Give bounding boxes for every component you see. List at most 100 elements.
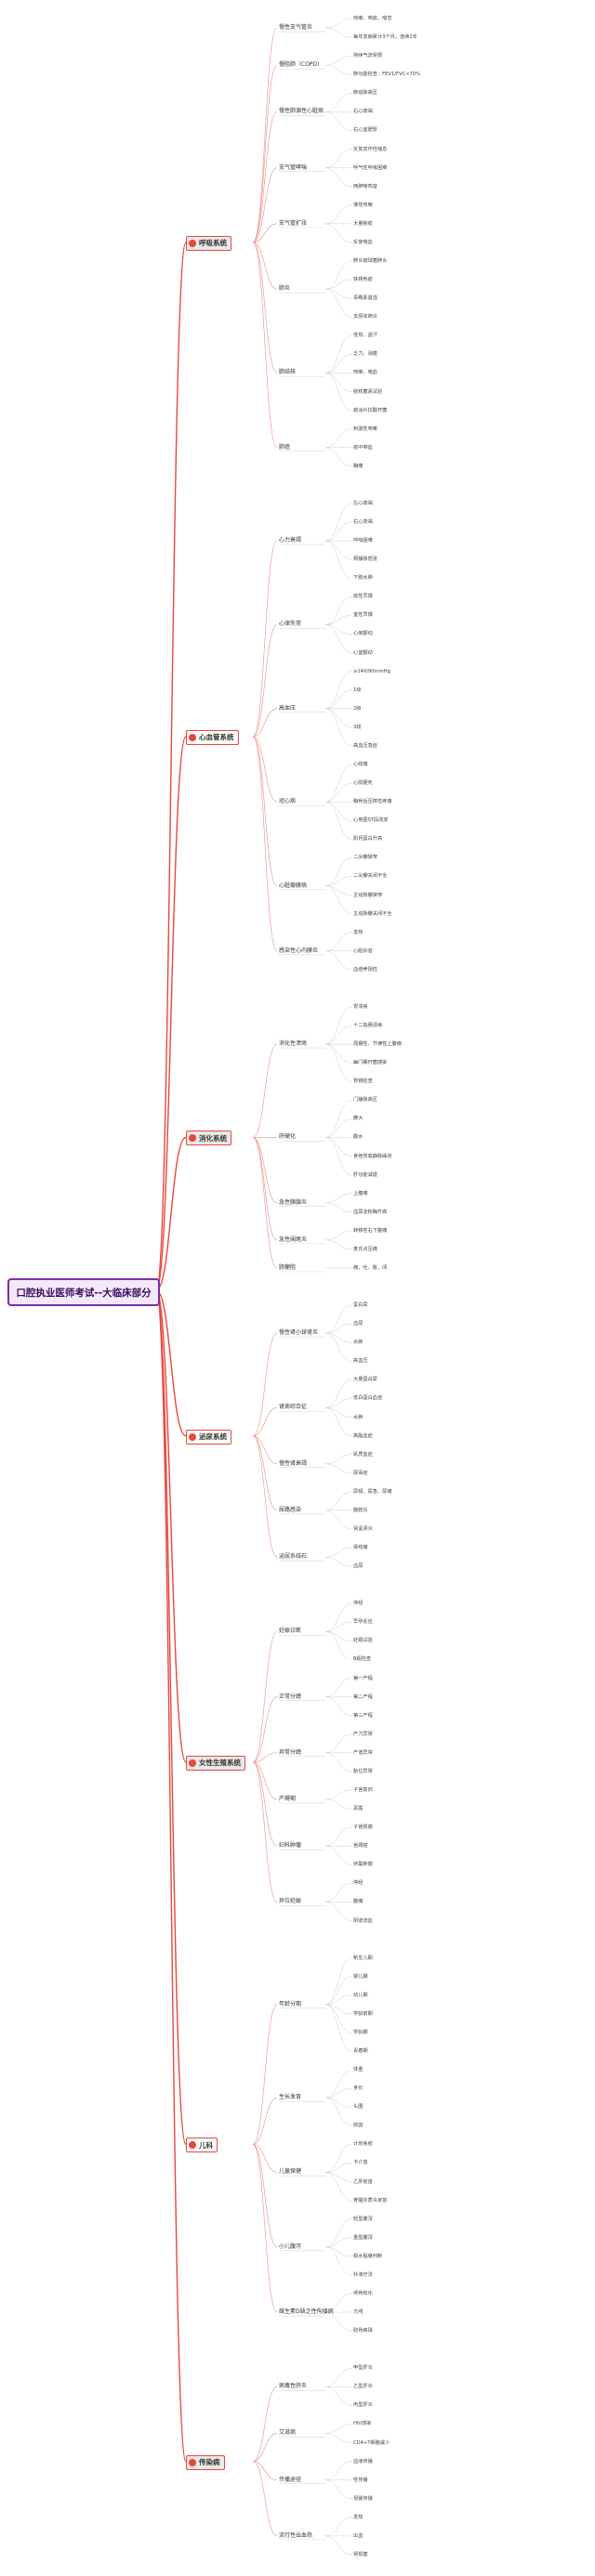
topic-node[interactable]: 肺炎: [279, 285, 291, 293]
leaf-node[interactable]: 胸痛: [353, 463, 364, 469]
leaf-node[interactable]: 体重: [353, 2067, 364, 2073]
branch-node[interactable]: 女性生殖系统: [186, 1755, 245, 1771]
leaf-node[interactable]: 第三产程: [353, 1712, 373, 1719]
leaf-node[interactable]: 妊娠试验: [353, 1638, 373, 1644]
leaf-node[interactable]: 子宫复旧: [353, 1786, 373, 1793]
leaf-node[interactable]: 房性早搏: [353, 594, 373, 600]
leaf-node[interactable]: 大量脓痰: [353, 220, 373, 227]
topic-node[interactable]: 妊娠诊断: [279, 1628, 302, 1635]
leaf-node[interactable]: 胸骨后压榨性疼痛: [353, 799, 392, 805]
leaf-node[interactable]: 乙型肝炎: [353, 2384, 373, 2390]
leaf-node[interactable]: 尿频、尿急、尿痛: [353, 1488, 392, 1495]
leaf-node[interactable]: 颈静脉怒张: [353, 556, 377, 563]
leaf-node[interactable]: 心绞痛: [353, 762, 368, 767]
topic-node[interactable]: 慢性肾小球肾炎: [279, 1329, 319, 1337]
leaf-node[interactable]: 心房颤动: [353, 631, 373, 637]
leaf-node[interactable]: 产道异常: [353, 1749, 373, 1756]
leaf-node[interactable]: 心室颤动: [353, 649, 373, 656]
leaf-node[interactable]: 主动脉瓣狭窄: [353, 892, 383, 898]
topic-node[interactable]: 肾病综合征: [279, 1404, 308, 1411]
leaf-node[interactable]: 青霉素首选: [353, 295, 377, 302]
leaf-node[interactable]: 血尿: [353, 1321, 364, 1327]
leaf-node[interactable]: 血培养阳性: [353, 966, 377, 973]
leaf-node[interactable]: 肌钙蛋白升高: [353, 836, 383, 843]
leaf-node[interactable]: 反复发作性喘息: [353, 146, 388, 152]
topic-node[interactable]: 艾滋病: [279, 2429, 297, 2437]
topic-node[interactable]: 支气管哮喘: [279, 163, 308, 171]
topic-node[interactable]: 急性阑尾炎: [279, 1236, 308, 1243]
leaf-node[interactable]: 右心室肥厚: [353, 127, 377, 134]
topic-node[interactable]: 慢性肾衰竭: [279, 1459, 308, 1467]
leaf-node[interactable]: 心肌梗死: [353, 780, 373, 787]
leaf-node[interactable]: 持续气流受限: [353, 53, 383, 59]
leaf-node[interactable]: 铁锈色痰: [353, 277, 373, 283]
leaf-node[interactable]: ≥140/90mmHg: [353, 668, 390, 674]
topic-node[interactable]: 心脏瓣膜病: [279, 882, 308, 889]
leaf-node[interactable]: 发热: [353, 929, 364, 935]
topic-node[interactable]: 慢性肺源性心脏病: [279, 108, 324, 115]
topic-node[interactable]: 传播途径: [279, 2476, 302, 2483]
topic-node[interactable]: 支气管扩张: [279, 219, 308, 227]
topic-node[interactable]: 肺癌: [279, 443, 291, 451]
leaf-node[interactable]: 反复咯血: [353, 239, 373, 245]
leaf-node[interactable]: 卵巢肿瘤: [353, 1862, 373, 1868]
branch-node[interactable]: 儿科: [186, 2138, 218, 2153]
topic-node[interactable]: 肝硬化: [279, 1133, 297, 1141]
leaf-node[interactable]: 颅骨软化: [353, 2290, 373, 2296]
topic-node[interactable]: 维生素D缺乏性佝偻病: [279, 2308, 334, 2316]
leaf-node[interactable]: 肺动脉高压: [353, 90, 377, 97]
leaf-node[interactable]: 蛋白尿: [353, 1302, 368, 1309]
topic-node[interactable]: 病毒性肝炎: [279, 2383, 308, 2390]
topic-node[interactable]: 慢性支气管炎: [279, 24, 313, 32]
leaf-node[interactable]: 右心衰竭: [353, 109, 373, 115]
topic-node[interactable]: 肺结核: [279, 369, 297, 376]
leaf-node[interactable]: 支原体肺炎: [353, 314, 377, 320]
topic-node[interactable]: 小儿腹泻: [279, 2243, 302, 2250]
leaf-node[interactable]: 膀胱炎: [353, 1507, 368, 1513]
leaf-node[interactable]: 恶露: [353, 1806, 364, 1812]
leaf-node[interactable]: 心电图ST段改变: [353, 817, 389, 824]
leaf-node[interactable]: B超检查: [353, 1656, 372, 1663]
branch-node[interactable]: 呼吸系统: [186, 235, 231, 251]
topic-node[interactable]: 妇科肿瘤: [279, 1842, 302, 1850]
topic-node[interactable]: 冠心病: [279, 798, 297, 805]
topic-node[interactable]: 心力衰竭: [279, 537, 302, 544]
leaf-node[interactable]: 血尿: [353, 1563, 364, 1570]
leaf-node[interactable]: 学龄期: [353, 2029, 368, 2035]
topic-node[interactable]: 心律失常: [279, 621, 302, 628]
leaf-node[interactable]: 乙肝疫苗: [353, 2178, 373, 2185]
leaf-node[interactable]: 肾盂肾炎: [353, 1525, 373, 1532]
leaf-node[interactable]: 乏力、消瘦: [353, 351, 377, 358]
leaf-node[interactable]: 室性早搏: [353, 612, 373, 619]
leaf-node[interactable]: 每年发病累计3个月，连续2年: [353, 34, 417, 41]
leaf-node[interactable]: 脱水程度判断: [353, 2253, 383, 2259]
leaf-node[interactable]: 血尿淀粉酶升高: [353, 1209, 388, 1215]
leaf-node[interactable]: 肺炎链球菌肺炎: [353, 258, 388, 265]
leaf-node[interactable]: 前囟: [353, 2123, 364, 2129]
leaf-node[interactable]: 重型腹泻: [353, 2234, 373, 2241]
leaf-node[interactable]: 心脏杂音: [353, 948, 373, 954]
topic-node[interactable]: 急性胰腺炎: [279, 1198, 308, 1206]
topic-node[interactable]: 感染性心内膜炎: [279, 947, 319, 954]
leaf-node[interactable]: 2级: [353, 705, 362, 712]
leaf-node[interactable]: 补液疗法: [353, 2271, 373, 2278]
leaf-node[interactable]: 氮质血症: [353, 1451, 373, 1458]
leaf-node[interactable]: 头围: [353, 2104, 364, 2111]
leaf-node[interactable]: 腹水: [353, 1134, 364, 1141]
leaf-node[interactable]: 子宫肌瘤: [353, 1824, 373, 1831]
leaf-node[interactable]: 转移性右下腹痛: [353, 1227, 388, 1234]
leaf-node[interactable]: 1级: [353, 686, 362, 693]
leaf-node[interactable]: 水肿: [353, 1414, 364, 1420]
leaf-node[interactable]: 咳嗽、咳痰、喘息: [353, 16, 392, 22]
leaf-node[interactable]: 脾大: [353, 1116, 364, 1122]
leaf-node[interactable]: 新生儿期: [353, 1955, 373, 1961]
leaf-node[interactable]: 性传播: [353, 2477, 368, 2483]
leaf-node[interactable]: 阴道流血: [353, 1917, 373, 1924]
leaf-node[interactable]: 门静脉高压: [353, 1097, 377, 1104]
branch-node[interactable]: 传染病: [186, 2454, 225, 2470]
leaf-node[interactable]: 丙型肝炎: [353, 2402, 373, 2409]
topic-node[interactable]: 异常分娩: [279, 1748, 302, 1756]
topic-node[interactable]: 尿路感染: [279, 1506, 302, 1513]
leaf-node[interactable]: 尿毒症: [353, 1470, 368, 1476]
leaf-node[interactable]: HIV感染: [353, 2421, 372, 2427]
